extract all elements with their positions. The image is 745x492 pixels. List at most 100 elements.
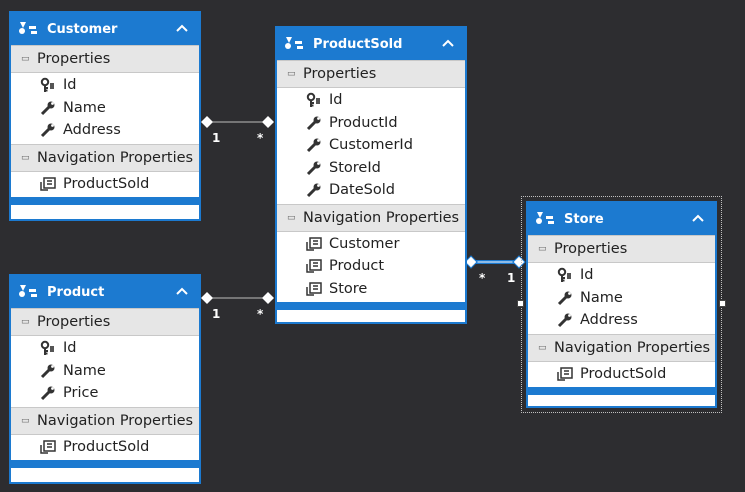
wrench-icon [39, 122, 57, 138]
property-row[interactable]: Price [11, 382, 199, 405]
property-name: DateSold [329, 182, 395, 199]
property-name: Id [329, 92, 343, 109]
properties-section-header[interactable]: ▭ Properties [11, 308, 199, 336]
properties-section-header[interactable]: ▭ Properties [11, 45, 199, 73]
navigation-list: Customer Product Store [277, 232, 465, 303]
wrench-icon [39, 100, 57, 116]
property-row[interactable]: ProductId [277, 112, 465, 135]
key-icon [305, 92, 323, 108]
section-label: Properties [554, 241, 628, 257]
entity-customer[interactable]: Customer ▭ Properties Id Name Address [9, 11, 201, 221]
collapse-section-icon[interactable]: ▭ [21, 317, 30, 327]
property-row[interactable]: DateSold [277, 179, 465, 202]
navigation-property-icon [39, 176, 57, 192]
association-end-diamond [262, 292, 274, 304]
navigation-property-name: Store [329, 280, 368, 297]
association-end-diamond [262, 116, 274, 128]
entity-product[interactable]: Product ▭ Properties Id Name Price ▭ [9, 274, 201, 484]
entity-store[interactable]: Store ▭ Properties Id Name Address ▭ [526, 201, 717, 408]
properties-section-header[interactable]: ▭ Properties [277, 60, 465, 88]
property-row[interactable]: Id [277, 89, 465, 112]
property-row[interactable]: CustomerId [277, 134, 465, 157]
collapse-section-icon[interactable]: ▭ [287, 212, 296, 223]
entity-header[interactable]: ProductSold [277, 28, 465, 60]
collapse-section-icon[interactable]: ▭ [21, 54, 30, 64]
navigation-property-icon [39, 439, 57, 455]
property-name: Name [580, 289, 623, 306]
entity-title: Product [47, 284, 105, 300]
navigation-property-row[interactable]: Customer [277, 233, 465, 256]
navigation-property-name: ProductSold [63, 438, 150, 455]
entity-header[interactable]: Customer [11, 13, 199, 45]
property-name: Id [580, 267, 594, 284]
properties-section-header[interactable]: ▭ Properties [528, 235, 715, 263]
navigation-section-header[interactable]: ▭ Navigation Properties [11, 406, 199, 435]
collapse-section-icon[interactable]: ▭ [287, 69, 296, 79]
property-row[interactable]: Address [11, 119, 199, 142]
navigation-property-name: ProductSold [580, 365, 667, 382]
navigation-property-row[interactable]: Product [277, 255, 465, 278]
navigation-section-header[interactable]: ▭ Navigation Properties [11, 143, 199, 172]
section-label: Navigation Properties [37, 149, 194, 166]
navigation-property-icon [305, 236, 323, 252]
section-label: Properties [37, 314, 111, 330]
chevron-up-icon[interactable] [689, 210, 707, 228]
property-list: Id Name Address [528, 263, 715, 334]
navigation-section-header[interactable]: ▭ Navigation Properties [528, 333, 715, 362]
navigation-property-row[interactable]: ProductSold [528, 363, 715, 386]
resize-handle[interactable] [517, 300, 524, 307]
entity-footer [11, 460, 199, 468]
navigation-property-name: Product [329, 258, 385, 275]
multiplicity-label: 1 [212, 307, 221, 321]
entity-type-icon [283, 35, 305, 53]
property-name: Id [63, 340, 77, 357]
collapse-section-icon[interactable]: ▭ [21, 152, 30, 163]
navigation-property-row[interactable]: Store [277, 278, 465, 301]
section-label: Navigation Properties [303, 209, 460, 226]
collapse-section-icon[interactable]: ▭ [538, 244, 547, 254]
chevron-up-icon[interactable] [173, 20, 191, 38]
navigation-property-row[interactable]: ProductSold [11, 436, 199, 459]
multiplicity-label: 1 [507, 271, 516, 285]
entity-type-icon [17, 283, 39, 301]
property-row[interactable]: Name [528, 287, 715, 310]
navigation-property-name: ProductSold [63, 175, 150, 192]
navigation-list: ProductSold [11, 435, 199, 461]
entity-header[interactable]: Product [11, 276, 199, 308]
multiplicity-label: * [479, 271, 486, 285]
wrench-icon [305, 182, 323, 198]
navigation-property-icon [305, 258, 323, 274]
property-row[interactable]: Name [11, 360, 199, 383]
entity-title: ProductSold [313, 36, 403, 52]
entity-footer [528, 387, 715, 395]
collapse-section-icon[interactable]: ▭ [538, 342, 547, 353]
section-label: Navigation Properties [554, 339, 711, 356]
chevron-up-icon[interactable] [173, 283, 191, 301]
chevron-up-icon[interactable] [439, 35, 457, 53]
collapse-section-icon[interactable]: ▭ [21, 415, 30, 426]
entity-footer [277, 302, 465, 310]
navigation-property-row[interactable]: ProductSold [11, 173, 199, 196]
property-row[interactable]: Id [11, 337, 199, 360]
wrench-icon [305, 115, 323, 131]
wrench-icon [39, 363, 57, 379]
property-row[interactable]: Id [11, 74, 199, 97]
resize-handle[interactable] [719, 300, 726, 307]
multiplicity-label: * [257, 131, 264, 145]
entity-title: Store [564, 211, 604, 227]
property-row[interactable]: StoreId [277, 157, 465, 180]
property-row[interactable]: Name [11, 97, 199, 120]
wrench-icon [39, 385, 57, 401]
property-name: StoreId [329, 159, 381, 176]
entity-header[interactable]: Store [528, 203, 715, 235]
property-list: Id ProductId CustomerId StoreId DateSold [277, 88, 465, 204]
entity-productsold[interactable]: ProductSold ▭ Properties Id ProductId Cu… [275, 26, 467, 324]
property-name: ProductId [329, 114, 398, 131]
wrench-icon [556, 290, 574, 306]
property-row[interactable]: Id [528, 264, 715, 287]
property-row[interactable]: Address [528, 309, 715, 332]
key-icon [39, 340, 57, 356]
entity-type-icon [534, 210, 556, 228]
navigation-section-header[interactable]: ▭ Navigation Properties [277, 203, 465, 232]
